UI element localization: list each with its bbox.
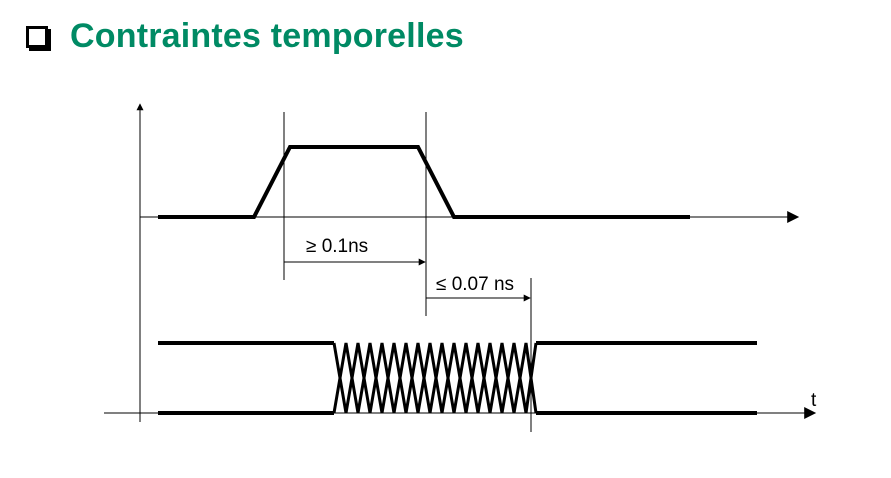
slide-title: Contraintes temporelles xyxy=(70,16,464,55)
max-delay-label: ≤ 0.07 ns xyxy=(436,274,514,295)
data-unstable-zigzag-b xyxy=(332,342,538,414)
checkbox-bullet-icon xyxy=(26,26,48,48)
clock-pulse-waveform xyxy=(158,145,690,219)
min-pulse-width-label: ≥ 0.1ns xyxy=(306,236,368,257)
time-axis-label: t xyxy=(811,390,817,411)
slide-title-row: Contraintes temporelles xyxy=(26,14,464,58)
